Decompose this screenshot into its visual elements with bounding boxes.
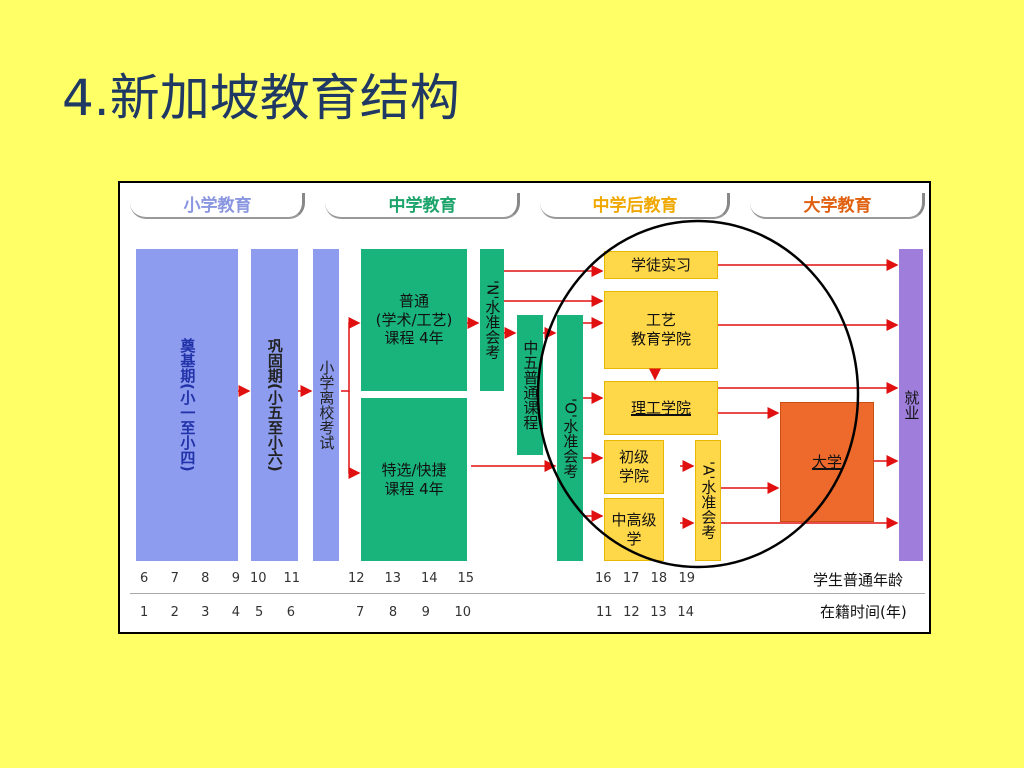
age-axis-label: 学生普通年龄 [813,571,904,589]
stage-header-university: 大学教育 [750,193,925,219]
block-orientation: 巩固期(小五至小六) [251,249,298,561]
block-psle: 小学离校考试 [313,249,339,561]
block-a-level: 'A'水准会考 [695,440,721,561]
years-axis-label: 在籍时间(年) [820,603,907,621]
block-normal-course: 普通 (学术/工艺) 课程 4年 [361,249,467,391]
axis-divider [130,593,925,594]
block-university: 大学 [780,402,874,522]
stage-header-post-secondary: 中学后教育 [540,193,730,219]
block-apprentice: 学徒实习 [604,251,718,279]
block-centralised-institute: 中高级 学 [604,498,664,561]
block-express-course: 特选/快捷 课程 4年 [361,398,467,561]
block-polytechnic: 理工学院 [604,381,718,435]
block-junior-college: 初级 学院 [604,440,664,494]
stage-header-primary: 小学教育 [130,193,305,219]
education-structure-diagram: 小学教育 中学教育 中学后教育 大学教育 奠基期(小一至小四) 巩固期(小五至小… [118,181,931,634]
flow-arrows [238,219,899,569]
block-n-level: 'N'水准会考 [480,249,504,391]
block-ite: 工艺 教育学院 [604,291,718,369]
block-o-level: 'O'水准会考 [557,315,583,561]
stage-header-secondary: 中学教育 [325,193,520,219]
block-employment: 就业 [899,249,923,561]
block-foundation: 奠基期(小一至小四) [136,249,238,561]
slide-title: 4.新加坡教育结构 [62,69,460,127]
